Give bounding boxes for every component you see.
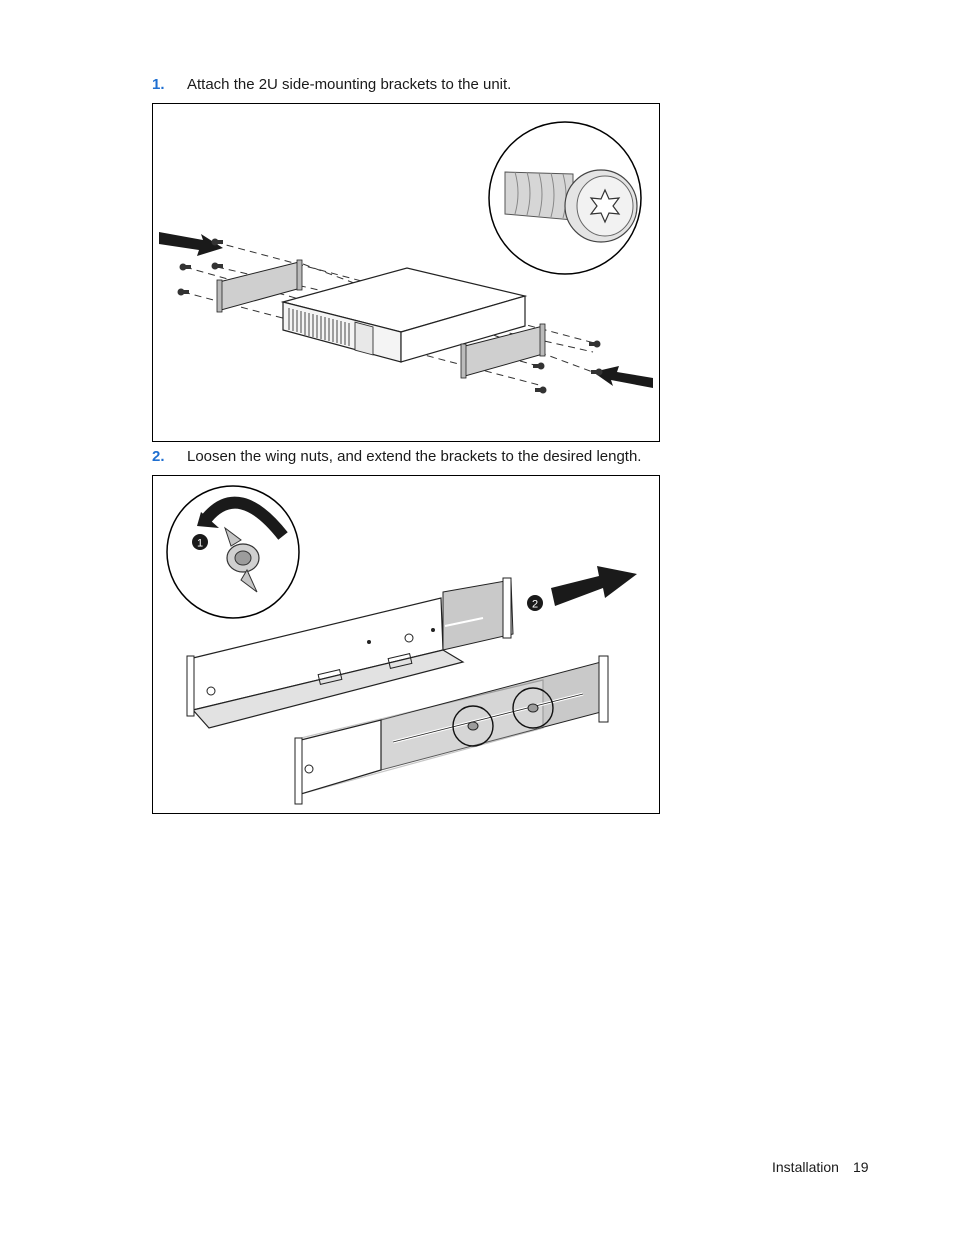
page-number: 19 xyxy=(852,1159,869,1175)
callout-2-label: 2 xyxy=(532,599,538,611)
figure-extend-brackets: 1 2 xyxy=(152,475,660,814)
wing-nut-detail-icon xyxy=(166,485,300,619)
step-1: 1. Attach the 2U side-mounting brackets … xyxy=(152,76,672,96)
torx-screw-detail-icon xyxy=(488,121,642,275)
attach-brackets-illustration xyxy=(159,121,653,394)
step-2-number: 2. xyxy=(152,448,165,465)
ups-unit xyxy=(280,267,528,363)
footer-section-name: Installation xyxy=(772,1159,839,1175)
upper-rail xyxy=(186,577,514,729)
arrow-extend-icon xyxy=(551,566,637,606)
step-2-text: Loosen the wing nuts, and extend the bra… xyxy=(187,448,642,465)
step-1-text: Attach the 2U side-mounting brackets to … xyxy=(187,76,512,93)
step-2: 2. Loosen the wing nuts, and extend the … xyxy=(152,448,672,468)
arrow-left-icon xyxy=(593,366,653,388)
step-1-number: 1. xyxy=(152,76,165,93)
arrow-right-icon xyxy=(159,232,223,256)
callout-2-badge: 2 xyxy=(527,595,543,611)
lower-rail xyxy=(294,655,609,805)
callout-1-badge: 1 xyxy=(192,534,208,550)
figure-attach-brackets xyxy=(152,103,660,442)
callout-1-label: 1 xyxy=(197,538,203,550)
page-footer: Installation 19 xyxy=(772,1159,869,1175)
extend-brackets-illustration: 1 2 xyxy=(166,485,637,805)
left-side-bracket xyxy=(216,259,303,313)
right-side-bracket xyxy=(460,323,546,379)
